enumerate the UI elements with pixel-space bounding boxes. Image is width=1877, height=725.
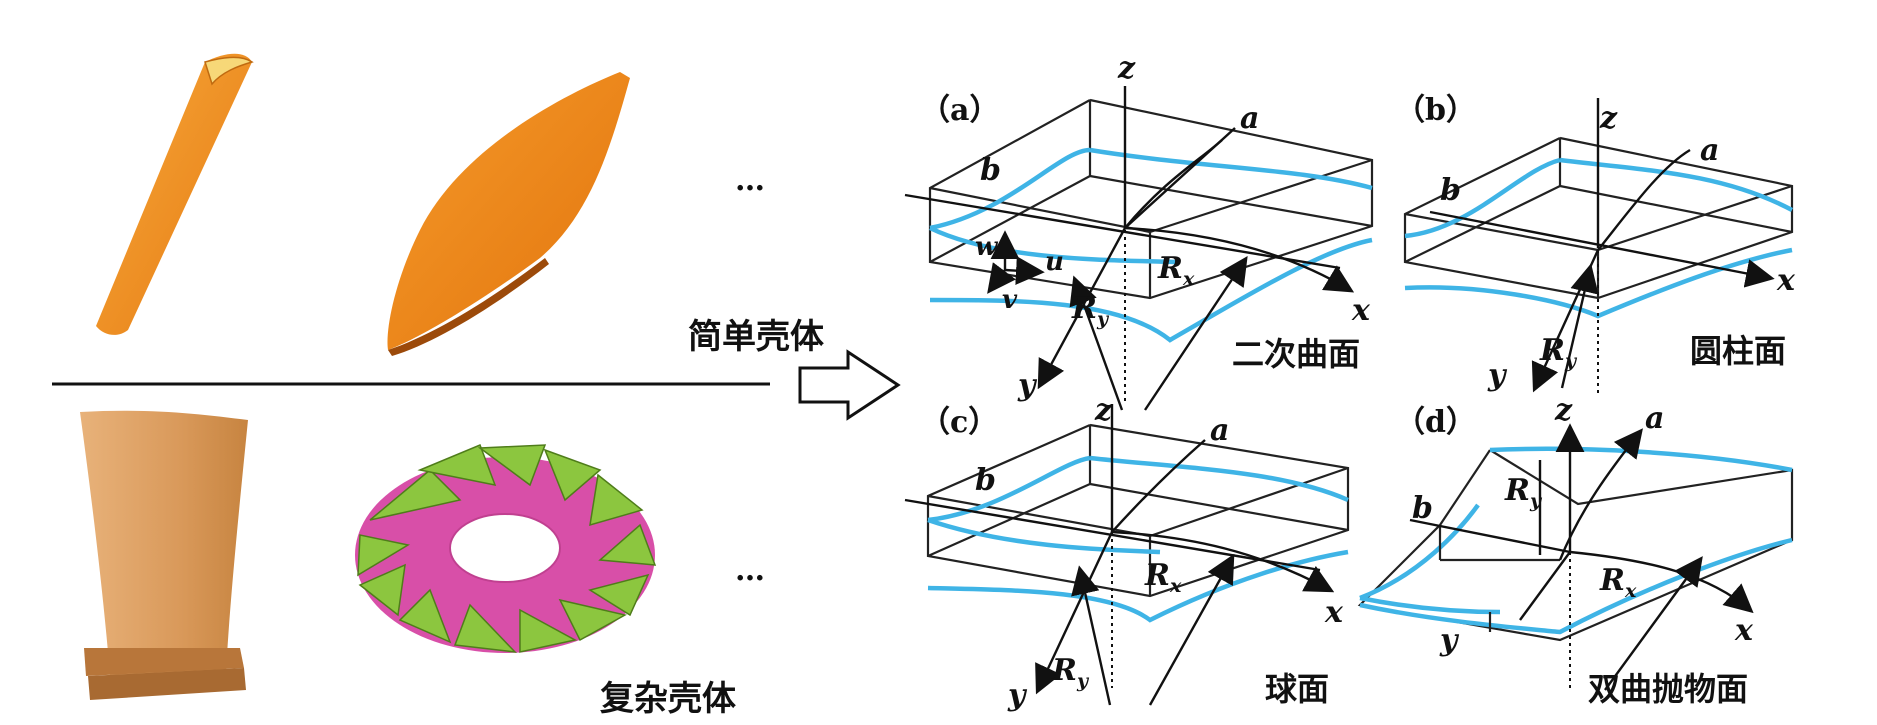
- panel-a-ry: Ry: [1071, 291, 1110, 330]
- panel-d-z: z: [1554, 393, 1573, 428]
- panel-b-cylindrical-surface: （b） z a b x y Ry 圆柱面: [1395, 93, 1796, 395]
- panel-b-a: a: [1700, 133, 1719, 168]
- simple-shell-curved-panel: [387, 72, 630, 356]
- panel-a-y: y: [1017, 368, 1038, 403]
- panel-a-rx: Rx: [1157, 251, 1195, 290]
- panel-d-surface-label: 双曲抛物面: [1588, 670, 1748, 708]
- panel-a-x: x: [1351, 293, 1371, 328]
- panel-c-x: x: [1324, 595, 1344, 630]
- panel-d-b: b: [1412, 491, 1433, 526]
- panel-b-ry: Ry: [1539, 333, 1578, 372]
- complex-shell-label: 复杂壳体: [600, 679, 736, 719]
- panel-c-a: a: [1210, 413, 1229, 448]
- panel-a-z: z: [1117, 51, 1136, 86]
- panel-a-surface-label: 二次曲面: [1232, 335, 1360, 373]
- panel-d-rx: Rx: [1599, 563, 1637, 602]
- panel-d-tag: （d）: [1395, 405, 1476, 440]
- panel-d-a: a: [1645, 401, 1664, 436]
- panel-b-surface-label: 圆柱面: [1690, 332, 1786, 370]
- ellipsis-complex: …: [735, 553, 765, 588]
- panel-c-z: z: [1094, 393, 1113, 428]
- panel-c-rx: Rx: [1144, 558, 1182, 597]
- panel-a-v: v: [1002, 285, 1018, 315]
- panel-b-y: y: [1487, 358, 1508, 393]
- simple-shell-label: 简单壳体: [688, 317, 824, 357]
- panel-c-spherical-surface: （c） z a b x y Rx Ry 球面: [904, 393, 1350, 713]
- panel-b-b: b: [1440, 173, 1461, 208]
- panel-a-w: w: [975, 232, 999, 262]
- panel-b-z: z: [1599, 101, 1618, 136]
- simple-shell-curved-strip: [96, 53, 254, 335]
- panel-a-b: b: [980, 153, 1001, 188]
- panel-a-a: a: [1240, 101, 1259, 136]
- panel-c-y: y: [1007, 678, 1028, 713]
- panel-a-tag: （a）: [920, 93, 999, 128]
- panel-b-x: x: [1776, 263, 1796, 298]
- panel-b-tag: （b）: [1395, 93, 1476, 128]
- panel-a-u: u: [1045, 247, 1064, 277]
- complex-shell-turbine-blade: [80, 410, 248, 700]
- panel-c-ry: Ry: [1051, 653, 1090, 692]
- panel-a-quadratic-surface: （a） z a b x y Rx Ry w u v: [904, 51, 1374, 411]
- panel-d-ry: Ry: [1504, 473, 1543, 512]
- panel-c-b: b: [975, 463, 996, 498]
- ellipsis-simple: …: [735, 163, 765, 198]
- complex-shell-impeller: [355, 444, 657, 653]
- transform-arrow: [798, 349, 901, 421]
- panel-d-y: y: [1439, 623, 1460, 658]
- panel-d-hyperbolic-paraboloid: （d） z a b x y Ry Rx 双曲抛物面: [1357, 393, 1794, 708]
- panel-c-surface-label: 球面: [1265, 670, 1329, 708]
- panel-d-x: x: [1734, 613, 1754, 648]
- panel-c-tag: （c）: [920, 405, 998, 440]
